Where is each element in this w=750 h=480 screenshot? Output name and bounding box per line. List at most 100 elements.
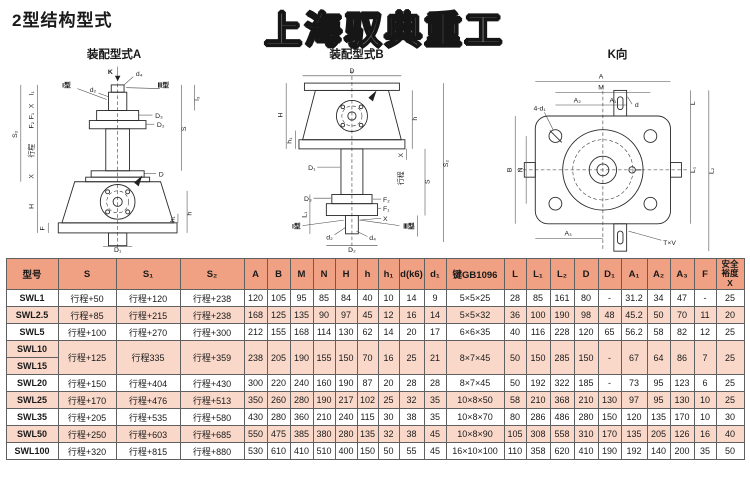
data-cell: 530 — [243, 442, 268, 460]
data-cell: 58 — [503, 391, 527, 409]
data-cell: 220 — [266, 374, 291, 392]
data-cell: 6 — [693, 374, 717, 392]
data-cell: 56.2 — [620, 323, 648, 341]
column-header-18: D₁ — [597, 258, 622, 290]
d-cap-dim: D — [349, 68, 354, 75]
data-cell: 190 — [289, 340, 314, 375]
data-cell: 50 — [503, 340, 527, 375]
data-cell: 84 — [334, 289, 358, 307]
column-header-2: S₁ — [115, 258, 181, 290]
data-cell: 280 — [334, 425, 358, 443]
data-cell: 行程+535 — [115, 408, 181, 426]
data-cell: 行程+238 — [179, 289, 245, 307]
l1-dim: L₁ — [690, 166, 697, 173]
data-cell: 行程+250 — [57, 425, 117, 443]
diagram-assembly-b: 装配型式B — [255, 46, 458, 253]
data-cell: 25 — [715, 374, 745, 392]
data-cell: 30 — [377, 408, 400, 426]
f2-dim: F₂ — [29, 121, 36, 128]
data-cell: 7 — [693, 340, 717, 375]
data-cell: 210 — [312, 408, 336, 426]
data-cell: 12 — [693, 323, 717, 341]
type3-label: Ⅲ型 — [158, 81, 170, 90]
data-cell: 5×5×32 — [445, 306, 505, 324]
diagram-assembly-a: 装配型式A — [8, 46, 220, 253]
bolt-circle — [572, 139, 634, 201]
data-cell: 130 — [597, 391, 622, 409]
l1-cap-dim: L₁ — [301, 211, 308, 218]
type1-label: I型 — [62, 81, 71, 90]
data-cell: 105 — [503, 425, 527, 443]
h-total-dim: H — [29, 204, 36, 209]
data-cell: 168 — [289, 323, 314, 341]
data-cell: 10 — [377, 289, 400, 307]
diagram-a-title: 装配型式A — [86, 49, 142, 61]
pointer-mark — [134, 175, 143, 187]
corner-holes-label: 4-d₁ — [533, 106, 546, 113]
data-cell: 260 — [266, 391, 291, 409]
data-cell: 105 — [266, 289, 291, 307]
data-cell: 486 — [549, 408, 575, 426]
data-cell: 150 — [356, 442, 379, 460]
data-cell: 21 — [423, 340, 447, 375]
diagram-k-view: K向 — [493, 46, 742, 253]
page-title: 2型结构型式 — [12, 11, 113, 30]
dimension-lines-a — [20, 66, 195, 247]
column-header-21: A₃ — [669, 258, 695, 290]
data-cell: 12 — [377, 306, 400, 324]
data-cell: 16 — [398, 306, 425, 324]
d1-cap-dim: D₁ — [114, 247, 122, 253]
data-cell: 40 — [715, 425, 745, 443]
dim-labels-a: K I型 d₂ d₄ Ⅲ型 l₁ X F₁ F₂ 行程 S₂ X H F S l… — [12, 69, 201, 253]
data-cell: 25 — [715, 323, 745, 341]
data-cell: 35 — [423, 391, 447, 409]
l1-dim: l₁ — [29, 91, 36, 96]
data-cell: 90 — [312, 306, 336, 324]
dimension-lines-b — [285, 75, 444, 246]
data-cell: 238 — [243, 340, 268, 375]
data-cell: 190 — [334, 374, 358, 392]
data-cell: 16 — [377, 340, 400, 375]
column-header-19: A₁ — [620, 258, 648, 290]
column-header-13: 键GB1096 — [445, 258, 505, 290]
data-cell: 36 — [503, 306, 527, 324]
model-cell: SWL10 — [5, 340, 59, 358]
data-cell: 550 — [243, 425, 268, 443]
data-cell: 5×5×25 — [445, 289, 505, 307]
worm-gear-circle-b — [341, 105, 363, 127]
h-dim: h — [412, 117, 419, 121]
d4-label: d₄ — [136, 71, 143, 78]
data-cell: 300 — [243, 374, 268, 392]
d3-cap-dim: D₃ — [155, 113, 163, 120]
data-cell: 8×7×45 — [445, 374, 505, 392]
diagram-b-drawing: D H h₁ D₁ D₃ L₁ I型 Ⅲ型 d₂ d₄ D₂ h X 行程 S … — [278, 68, 450, 253]
diagram-k-drawing: A M A₂ A₁ d 4-d₁ B N L L₁ L₂ A₃ T×V — [507, 74, 715, 252]
data-cell: 14 — [423, 306, 447, 324]
data-cell: 行程+580 — [179, 408, 245, 426]
data-cell: 110 — [503, 442, 527, 460]
h-total-dim: H — [278, 113, 285, 118]
data-cell: 150 — [597, 408, 622, 426]
data-cell: 10×8×90 — [445, 425, 505, 443]
data-cell: 205 — [266, 340, 291, 375]
data-cell: 205 — [646, 425, 671, 443]
d-shaft-dim: d — [635, 102, 639, 109]
d2-label: d₂ — [90, 87, 97, 94]
data-cell: 11 — [693, 306, 717, 324]
column-header-22: F — [693, 258, 717, 290]
model-cell: SWL25 — [5, 391, 59, 409]
data-cell: 35 — [423, 408, 447, 426]
d2-cap-dim: D₂ — [348, 247, 356, 253]
f-dim: F — [40, 226, 47, 230]
model-cell: SWL5 — [5, 323, 59, 341]
data-cell: 行程+404 — [115, 374, 181, 392]
type1-label: I型 — [292, 221, 301, 230]
data-cell: 行程+50 — [57, 289, 117, 307]
column-header-12: d₁ — [423, 258, 447, 290]
data-cell: 31.2 — [620, 289, 648, 307]
column-header-8: H — [334, 258, 358, 290]
